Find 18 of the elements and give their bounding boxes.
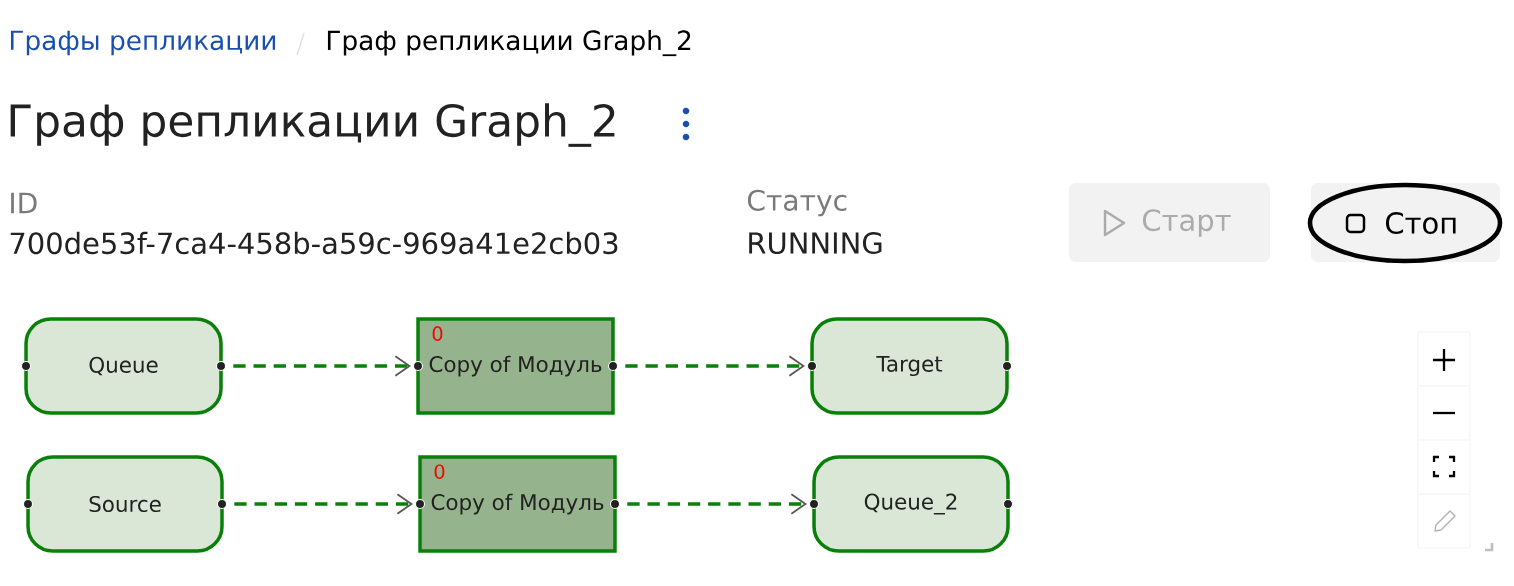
field-label: Статус [747,189,847,217]
arrow [234,493,413,515]
breadcrumb-current: Граф репликации Graph_2 [327,29,691,57]
arrow [627,493,807,515]
breadcrumb-link: Графы репликации [10,30,276,56]
field-label: ID [11,192,37,214]
process-box: Source [26,455,224,553]
module-box: Copy of Модуль 0 [416,317,615,415]
page-title: Граф репликации Graph_2 [10,103,615,147]
status-value: RUNNING [749,232,882,254]
arrow [625,355,805,377]
start-button: Старт [1069,183,1270,262]
arrow [233,355,411,377]
module-box: Copy of Модуль 0 [418,455,617,553]
process-box: Target [810,317,1009,415]
process-box: Queue_2 [812,455,1010,553]
id-value: 700de53f-7ca4-458b-a59c-969a41e2cb03 [10,231,618,255]
process-box: Queue [24,317,223,415]
